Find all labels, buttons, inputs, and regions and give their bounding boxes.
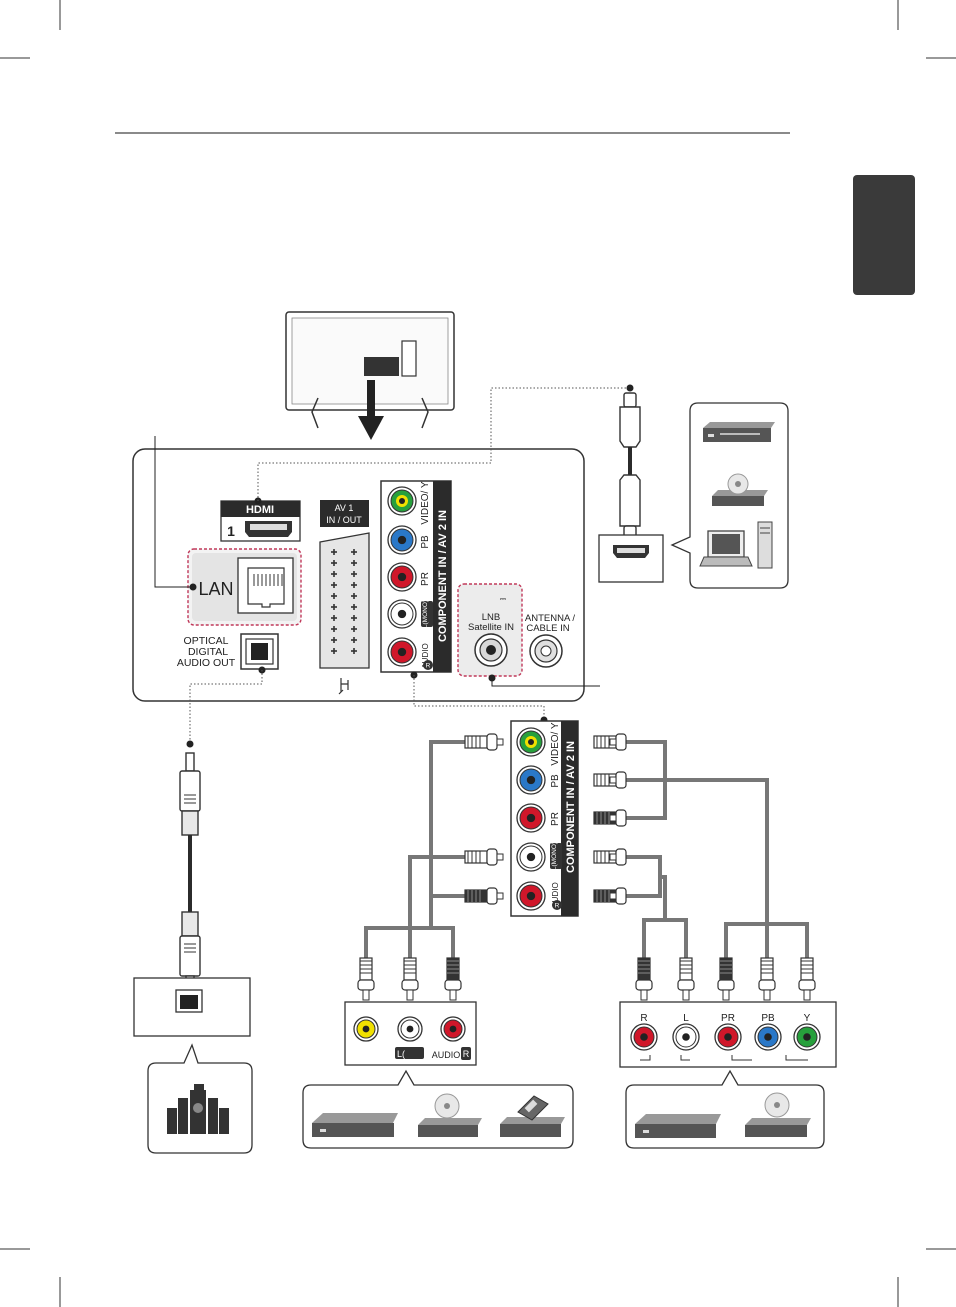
scart-label-line2: IN / OUT — [326, 515, 362, 525]
pb-label-large: PB — [550, 774, 561, 788]
dvd-player-icon — [312, 1113, 398, 1137]
audio-l-jack[interactable] — [388, 600, 416, 628]
hdmi-logo: HDMI — [246, 504, 274, 516]
rca-wires — [366, 742, 807, 958]
pr-jack[interactable] — [517, 804, 545, 832]
dvd-player-icon — [703, 422, 775, 442]
component-y-label: Y — [804, 1013, 811, 1024]
optical-cable — [180, 753, 200, 992]
pb-jack[interactable] — [517, 766, 545, 794]
composite-audio-l-jack[interactable] — [398, 1017, 422, 1041]
rca-plug — [358, 958, 374, 1000]
component-source-devices — [626, 1071, 824, 1148]
pr-label: PR — [420, 572, 431, 586]
hdmi-cable — [620, 393, 640, 540]
rca-plug — [465, 849, 503, 865]
component-pb-label: PB — [761, 1013, 775, 1024]
pr-jack[interactable] — [388, 563, 416, 591]
composite-audio-r-jack[interactable] — [441, 1017, 465, 1041]
rca-plug — [594, 810, 626, 826]
component-pr-jack[interactable] — [715, 1024, 741, 1050]
mono-label-large: L(MONO) — [551, 842, 558, 870]
lan-label: LAN — [198, 579, 233, 599]
rca-plug — [445, 958, 461, 1000]
lan-port[interactable]: LAN — [188, 549, 301, 625]
satellite-port[interactable]: ⎓ LNB Satellite IN — [458, 584, 522, 676]
antenna-label-line2: CABLE IN — [526, 623, 569, 634]
audio-l-jack[interactable] — [517, 843, 545, 871]
rca-plug — [465, 734, 503, 750]
audio-r-label: R — [426, 663, 431, 670]
rca-plug — [594, 772, 626, 788]
hdmi-port[interactable]: HDMI 1 — [221, 501, 300, 541]
composite-l-label: L( — [397, 1049, 405, 1059]
audio-system-optical-port — [134, 978, 250, 1036]
rca-plugs-left — [465, 734, 503, 904]
video-y-label-large: VIDEO/ Y — [550, 722, 561, 765]
video-y-label: VIDEO/ Y — [420, 481, 431, 524]
rca-plug — [594, 888, 626, 904]
rca-plug — [718, 958, 734, 1000]
audio-r-jack[interactable] — [517, 882, 545, 910]
hdmi-source-devices — [672, 403, 788, 588]
rca-plug — [678, 958, 694, 1000]
composite-audio-label: AUDIO — [432, 1050, 461, 1060]
audio-r-label-large: R — [555, 903, 560, 910]
rca-plugs-right — [594, 734, 626, 904]
rca-plug — [759, 958, 775, 1000]
composite-source-devices — [303, 1071, 573, 1148]
component-pr-label: PR — [721, 1013, 735, 1024]
component-panel: COMPONENT IN / AV 2 IN VIDEO/ Y PB PR L(… — [381, 481, 451, 672]
component-audio-l-jack[interactable] — [673, 1024, 699, 1050]
rca-plug — [594, 849, 626, 865]
mono-label: L(MONO) — [422, 600, 429, 628]
rca-plug — [465, 888, 503, 904]
rca-plug — [402, 958, 418, 1000]
home-theater-system — [148, 1045, 252, 1153]
rca-plug — [636, 958, 652, 1000]
composite-video-jack[interactable] — [354, 1017, 378, 1041]
composite-device-panel: L( AUDIO R — [345, 1002, 476, 1065]
component-pb-jack[interactable] — [755, 1024, 781, 1050]
satellite-in-label: Satellite IN — [468, 622, 514, 633]
pb-label: PB — [420, 535, 431, 549]
component-r-label: R — [640, 1013, 647, 1024]
composite-r-label: R — [463, 1049, 470, 1059]
component-title-large: COMPONENT IN / AV 2 IN — [565, 741, 577, 873]
component-y-jack[interactable] — [794, 1024, 820, 1050]
rca-plug — [594, 734, 626, 750]
hdmi-cable-tip-dot — [627, 385, 634, 392]
hdmi-source-port — [599, 535, 663, 582]
dvd-player-icon — [635, 1114, 721, 1138]
audio-r-jack[interactable] — [388, 638, 416, 666]
pr-label-large: PR — [550, 812, 561, 826]
optical-label-line3: AUDIO OUT — [177, 657, 236, 669]
scart-label-line1: AV 1 — [335, 503, 354, 513]
component-audio-r-jack[interactable] — [631, 1024, 657, 1050]
pb-jack[interactable] — [388, 526, 416, 554]
rca-plug — [799, 958, 815, 1000]
component-device-panel: R L PR PB Y — [620, 1002, 836, 1067]
component-title: COMPONENT IN / AV 2 IN — [437, 510, 449, 642]
power-glyph: ⎓ — [500, 594, 507, 603]
hdmi-port-number: 1 — [227, 523, 235, 539]
language-side-tab — [853, 175, 915, 295]
component-panel-large: COMPONENT IN / AV 2 IN VIDEO/ Y PB PR L(… — [511, 721, 578, 916]
component-l-label: L — [683, 1013, 689, 1024]
rca-plugs-bottom — [358, 958, 815, 1000]
optical-port[interactable]: OPTICAL DIGITAL AUDIO OUT — [177, 634, 278, 669]
optical-cable-tip-dot — [187, 741, 194, 748]
